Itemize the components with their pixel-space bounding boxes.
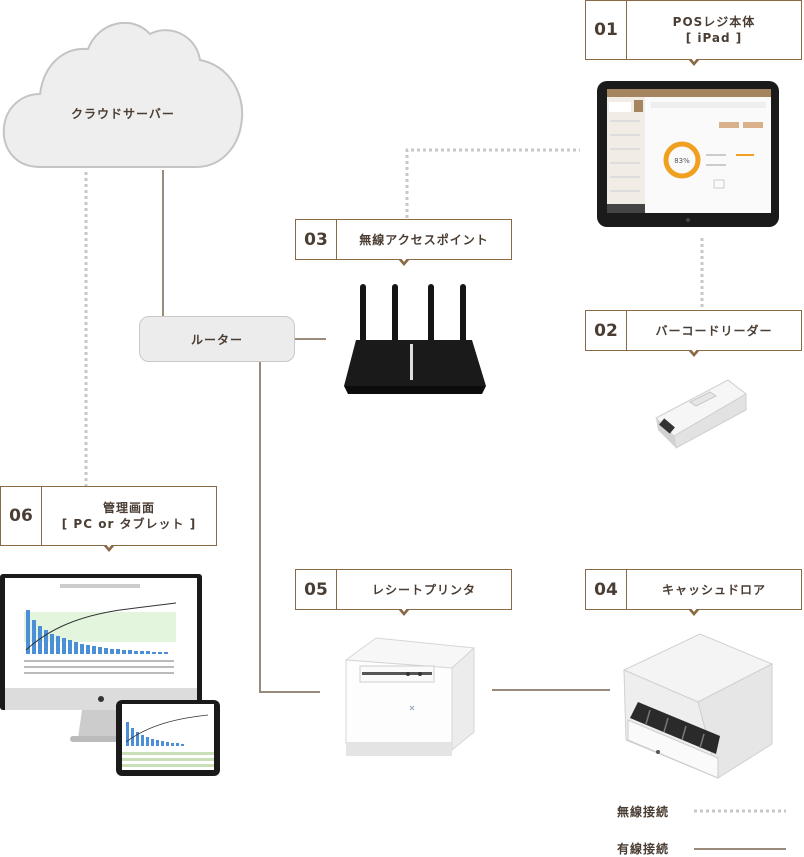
label-barcode-reader: 02 バーコードリーダー <box>585 310 802 357</box>
label-title: レシートプリンタ <box>371 582 476 597</box>
wireless-router-image <box>340 282 488 398</box>
barcode-reader-image <box>650 372 752 450</box>
label-title: 無線アクセスポイント <box>359 232 489 247</box>
label-pos-register: 01 POSレジ本体 [ iPad ] <box>585 0 802 66</box>
label-title: 管理画面 <box>102 501 155 515</box>
label-number: 01 <box>586 1 627 59</box>
label-number: 02 <box>586 311 627 350</box>
router-label: ルーター <box>190 332 243 347</box>
label-title: キャッシュドロア <box>661 582 766 597</box>
pc-and-tablet-image <box>0 572 222 778</box>
ipad-percent-text: 83% <box>674 157 690 165</box>
legend-wireless-label: 無線接続 <box>617 805 670 819</box>
label-title: POSレジ本体 <box>672 15 756 29</box>
cloud-server <box>0 14 246 170</box>
wireless-line-ap-ipad <box>405 148 580 218</box>
cloud-label: クラウドサーバー <box>71 107 175 121</box>
legend-wired-label: 有線接続 <box>617 842 670 856</box>
wired-line-router-printer <box>259 362 320 693</box>
label-receipt-printer: 05 レシートプリンタ <box>295 569 512 616</box>
label-management-screen: 06 管理画面 [ PC or タブレット ] <box>0 486 217 552</box>
cash-drawer-image <box>622 632 774 780</box>
label-number: 06 <box>1 487 42 545</box>
label-title: バーコードリーダー <box>655 323 773 338</box>
receipt-printer-image <box>336 634 478 768</box>
label-cash-drawer: 04 キャッシュドロア <box>585 569 802 616</box>
label-number: 04 <box>586 570 627 609</box>
label-wireless-access-point: 03 無線アクセスポイント <box>295 219 512 266</box>
label-number: 05 <box>296 570 337 609</box>
label-number: 03 <box>296 220 337 259</box>
router: ルーター <box>139 316 295 362</box>
cloud-icon <box>2 21 244 168</box>
label-subtitle: [ iPad ] <box>685 31 743 45</box>
label-subtitle: [ PC or タブレット ] <box>61 517 197 531</box>
ipad-pos-image: 83% <box>596 80 780 228</box>
